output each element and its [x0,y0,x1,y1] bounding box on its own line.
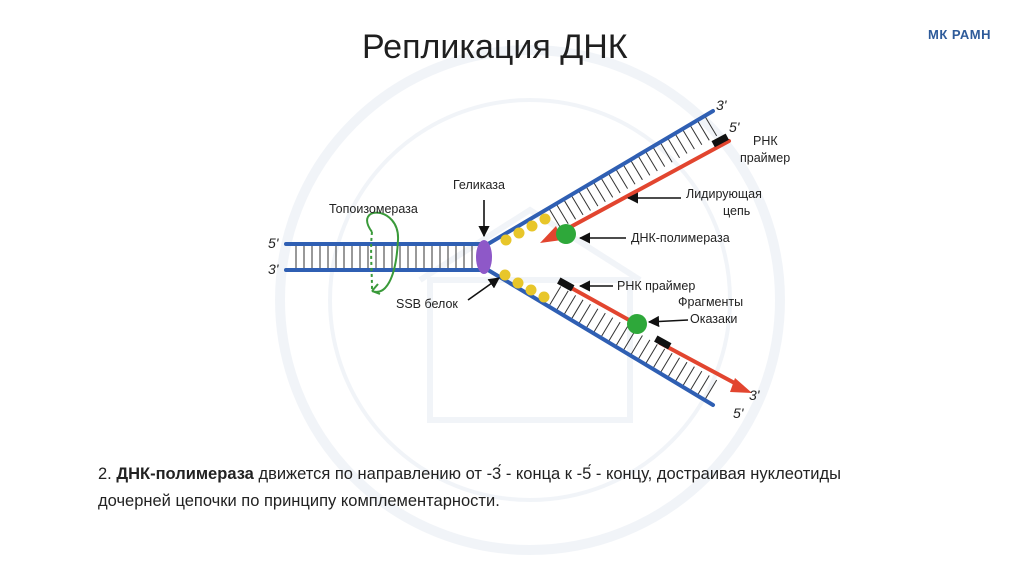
daughter-strands [550,139,744,389]
base-pair [607,172,621,194]
base-pair [555,290,569,312]
label-ssb: SSB белок [396,297,458,311]
base-pair [607,321,621,343]
label-end3-bottom: 3' [749,387,761,403]
base-pair [622,163,636,185]
rna-primer-okazaki-2 [654,335,672,350]
page-title: Репликация ДНК [362,28,628,66]
label-leading-2: цепь [723,204,750,218]
base-pair [570,299,584,321]
base-pair [696,120,710,141]
base-pair [681,366,695,387]
base-pair [563,295,577,316]
base-pair [548,207,562,229]
rna-primer-okazaki-1 [557,277,575,292]
label-end3-top: 3' [716,97,728,113]
label-rna-primer-bottom: РНК праймер [617,279,695,293]
base-pair [548,286,562,307]
base-pair [637,155,651,176]
label-okazaki-2: Оказаки [690,312,737,326]
ssb-proteins [499,213,551,303]
ssb-protein [513,227,525,239]
base-pair [667,357,680,378]
ssb-protein [539,213,551,225]
base-pair [637,339,651,361]
label-okazaki-1: Фрагменты [678,295,743,309]
pointer-okazaki [647,315,689,328]
label-end5-top: 5' [729,119,741,135]
base-pair [622,330,636,352]
leading-strand [550,139,731,239]
caption-number: 2. [98,465,112,483]
label-leading-1: Лидирующая [686,187,762,201]
label-rna-primer-top-2: праймер [740,151,790,165]
base-pair [674,361,688,383]
base-pair [585,308,599,329]
base-pair [652,348,666,370]
ssb-protein [526,220,538,232]
caption-paragraph: 2. ДНК-полимераза движется по направлени… [98,461,918,515]
ssb-protein [538,291,550,303]
base-pair [585,185,599,207]
base-pair [667,137,680,159]
base-pair [578,190,591,211]
label-rna-primer-top-1: РНК [753,134,778,148]
base-pair [563,199,577,220]
caption-term: ДНК-полимераза [116,465,254,483]
dna-polymerase-leading [556,224,576,244]
base-pair [689,370,703,392]
base-pair [592,312,606,334]
base-pair [681,128,695,150]
base-pair [659,141,673,163]
base-pair [704,115,718,137]
topoisomerase [366,211,400,295]
base-pair [578,304,591,325]
base-pair [592,181,606,203]
base-pair [652,146,666,167]
helicase [476,240,492,274]
base-pair [696,375,710,396]
watermark-seal [275,45,785,555]
base-pair [615,326,629,347]
dna-polymerase-lagging [627,314,647,334]
ssb-protein [512,277,524,289]
okazaki-fragment-1 [564,283,640,327]
label-helicase: Геликаза [453,178,505,192]
caption-text: движется по направлению от -3́ - конца к… [98,465,841,510]
base-pair [659,353,673,374]
base-pair [555,203,569,224]
ssb-protein [499,269,511,281]
ssb-protein [525,284,537,296]
leading-template-strand [486,109,715,246]
primers [557,133,729,350]
lagging-strand-arrowhead [730,378,752,393]
base-pair [615,168,629,189]
base-pair [644,344,658,365]
leading-strand-arrowhead [540,226,562,243]
brand-logo-text: МК РАМН [927,27,991,42]
base-pair [629,335,643,356]
okazaki-fragment-2 [658,341,744,389]
base-pair [570,194,584,216]
base-pair [704,379,718,401]
label-polymerase: ДНК-полимераза [631,231,730,245]
label-end3-left: 3' [268,261,280,277]
base-pair-rungs [295,115,718,401]
label-end5-left: 5' [268,235,280,251]
base-pair [689,124,703,145]
base-pair [600,177,614,198]
lagging-template-strand [486,268,715,407]
base-pair [600,317,614,338]
label-topoisomerase: Топоизомераза [329,202,418,216]
ssb-protein [500,234,512,246]
base-pair [674,133,688,154]
template-strands [284,109,715,407]
base-pair [644,150,658,172]
pointer-ssb [467,277,500,301]
rna-primer-top [711,133,729,148]
base-pair [629,159,643,181]
label-end5-bottom: 5' [733,405,745,421]
